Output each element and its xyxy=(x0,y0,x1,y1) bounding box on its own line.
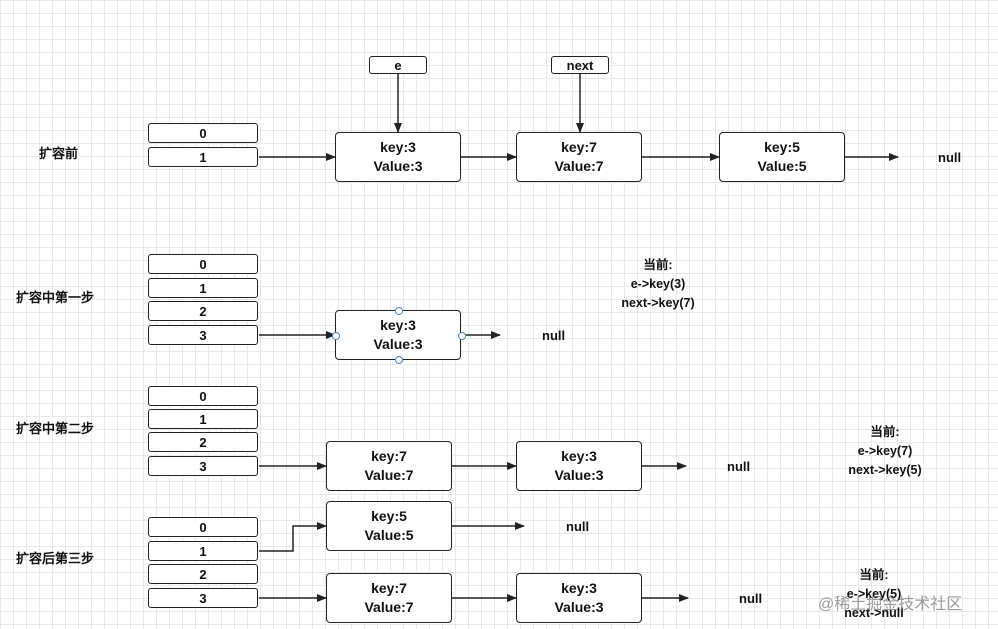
bucket-slot[interactable]: 0 xyxy=(148,254,258,274)
node-value: Value:3 xyxy=(554,599,604,615)
node-value: Value:5 xyxy=(757,158,807,174)
bucket-slot[interactable]: 1 xyxy=(148,278,258,298)
pointer-e[interactable]: e xyxy=(369,56,427,74)
note-line: e->key(7) xyxy=(857,444,913,458)
pointer-next[interactable]: next xyxy=(551,56,609,74)
node-key: key:3 xyxy=(561,448,597,464)
entry-node[interactable]: key:7 Value:7 xyxy=(326,573,452,623)
null-terminator: null xyxy=(727,459,751,474)
note-line: next->null xyxy=(844,606,904,620)
bucket-slot[interactable]: 1 xyxy=(148,409,258,429)
note-line: next->key(5) xyxy=(848,463,922,477)
node-key: key:7 xyxy=(561,139,597,155)
row-label-step1: 扩容中第一步 xyxy=(16,290,95,305)
resize-handle-right[interactable] xyxy=(458,332,466,340)
node-value: Value:3 xyxy=(373,336,423,352)
entry-node[interactable]: key:3 Value:3 xyxy=(335,132,461,182)
node-key: key:3 xyxy=(561,580,597,596)
node-key: key:3 xyxy=(380,317,416,333)
null-terminator: null xyxy=(938,150,962,165)
bucket-slot[interactable]: 2 xyxy=(148,301,258,321)
bucket-slot[interactable]: 3 xyxy=(148,456,258,476)
node-key: key:7 xyxy=(371,580,407,596)
arrow-slot1-to-node-key5 xyxy=(259,522,327,552)
note-line: 当前: xyxy=(870,425,900,439)
bucket-slot[interactable]: 1 xyxy=(148,541,258,561)
note-line: 当前: xyxy=(859,568,889,582)
row-label-after: 扩容后第三步 xyxy=(16,551,95,566)
null-terminator: null xyxy=(566,519,590,534)
node-value: Value:3 xyxy=(554,467,604,483)
bucket-slot[interactable]: 2 xyxy=(148,564,258,584)
note-line: 当前: xyxy=(643,258,673,272)
node-key: key:3 xyxy=(380,139,416,155)
node-key: key:5 xyxy=(371,508,407,524)
bucket-slot[interactable]: 3 xyxy=(148,325,258,345)
row-label-before: 扩容前 xyxy=(39,146,79,161)
node-value: Value:7 xyxy=(554,158,604,174)
bucket-slot[interactable]: 2 xyxy=(148,432,258,452)
entry-node[interactable]: key:3 Value:3 xyxy=(516,573,642,623)
note-line: next->key(7) xyxy=(621,296,695,310)
state-note: 当前: e->key(5) next->null xyxy=(822,566,926,623)
bucket-slot[interactable]: 0 xyxy=(148,386,258,406)
state-note: 当前: e->key(3) next->key(7) xyxy=(606,256,710,313)
entry-node-selected[interactable]: key:3 Value:3 xyxy=(335,310,461,360)
row-label-step2: 扩容中第二步 xyxy=(16,421,95,436)
state-note: 当前: e->key(7) next->key(5) xyxy=(832,423,938,480)
watermark: @稀土掘金技术社区 xyxy=(818,596,963,613)
entry-node[interactable]: key:5 Value:5 xyxy=(326,501,452,551)
resize-handle-top[interactable] xyxy=(395,307,403,315)
node-key: key:5 xyxy=(764,139,800,155)
null-terminator: null xyxy=(739,591,763,606)
bucket-slot[interactable]: 1 xyxy=(148,147,258,167)
node-value: Value:5 xyxy=(364,527,414,543)
null-terminator: null xyxy=(542,328,566,343)
note-line: e->key(3) xyxy=(630,277,686,291)
note-line: e->key(5) xyxy=(846,587,902,601)
entry-node[interactable]: key:7 Value:7 xyxy=(516,132,642,182)
entry-node[interactable]: key:7 Value:7 xyxy=(326,441,452,491)
node-value: Value:7 xyxy=(364,599,414,615)
bucket-slot[interactable]: 3 xyxy=(148,588,258,608)
bucket-slot[interactable]: 0 xyxy=(148,123,258,143)
resize-handle-bottom[interactable] xyxy=(395,356,403,364)
entry-node[interactable]: key:5 Value:5 xyxy=(719,132,845,182)
resize-handle-left[interactable] xyxy=(332,332,340,340)
node-value: Value:7 xyxy=(364,467,414,483)
node-value: Value:3 xyxy=(373,158,423,174)
node-key: key:7 xyxy=(371,448,407,464)
bucket-slot[interactable]: 0 xyxy=(148,517,258,537)
entry-node[interactable]: key:3 Value:3 xyxy=(516,441,642,491)
